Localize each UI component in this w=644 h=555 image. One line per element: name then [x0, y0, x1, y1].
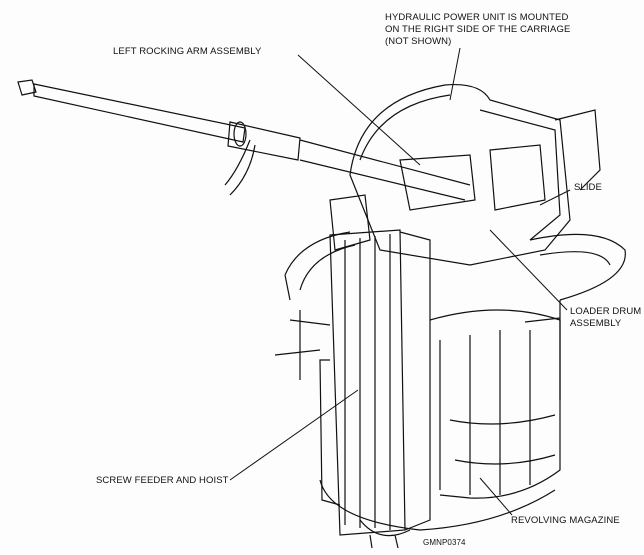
leader-loader-drum	[489, 229, 568, 311]
leader-revolving-magazine	[479, 477, 513, 516]
label-hydraulic-power-unit: HYDRAULIC POWER UNIT IS MOUNTED ON THE R…	[385, 12, 570, 48]
label-line: ASSEMBLY	[570, 318, 622, 329]
leader-lines	[229, 47, 571, 516]
label-line: (NOT SHOWN)	[385, 36, 452, 47]
figure-id: GMNP0374	[423, 538, 466, 547]
leader-slide	[539, 189, 571, 206]
turret-housing	[299, 83, 601, 266]
label-revolving-magazine: REVOLVING MAGAZINE	[511, 515, 620, 526]
label-slide: SLIDE	[574, 182, 602, 193]
label-loader-drum-assembly: LOADER DRUM ASSEMBLY	[570, 306, 641, 330]
label-line: ON THE RIGHT SIDE OF THE CARRIAGE	[385, 24, 571, 35]
revolving-magazine	[274, 309, 561, 531]
label-line: LOADER DRUM	[570, 306, 642, 317]
label-left-rocking-arm: LEFT ROCKING ARM ASSEMBLY	[113, 46, 262, 57]
label-screw-feeder: SCREW FEEDER AND HOIST	[96, 475, 229, 486]
leader-hydraulic	[449, 47, 461, 101]
leader-left-rocking-arm	[297, 54, 421, 166]
screw-feeder-hoist	[319, 229, 431, 549]
label-line: HYDRAULIC POWER UNIT IS MOUNTED	[385, 12, 569, 23]
leader-screw-feeder	[229, 389, 359, 481]
gun-barrel	[17, 79, 301, 196]
